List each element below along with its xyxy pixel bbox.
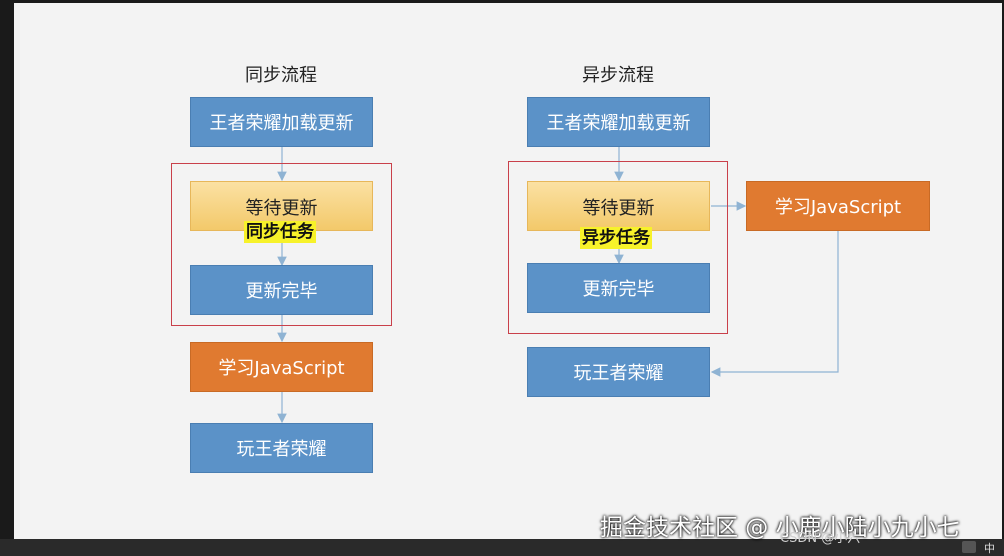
async-wait-label: 等待更新 [582, 198, 655, 219]
sync-task-frame [171, 163, 392, 326]
async-arrow-return [710, 231, 839, 377]
juejin-watermark: 掘金技术社区 @ 小鹿小陆小九小七 [600, 515, 960, 541]
sync-play-box: 玩王者荣耀 [190, 423, 373, 473]
sync-learn-js-box: 学习JavaScript [190, 342, 373, 392]
sync-done-box: 更新完毕 [190, 265, 373, 315]
async-load-update-box: 王者荣耀加载更新 [527, 97, 710, 147]
async-play-box: 玩王者荣耀 [527, 347, 710, 397]
sync-load-update-box: 王者荣耀加载更新 [190, 97, 373, 147]
async-task-frame [508, 161, 728, 334]
ime-language-label[interactable]: 中 [984, 542, 995, 555]
csdn-watermark: CSDN @小六 [780, 531, 861, 546]
async-task-tag: 异步任务 [580, 227, 652, 249]
async-wait-box: 等待更新 [527, 181, 710, 231]
async-done-box: 更新完毕 [527, 263, 710, 313]
async-learn-js-box: 学习JavaScript [746, 181, 930, 231]
async-title: 异步流程 [582, 65, 654, 86]
bottom-strip [0, 539, 1004, 556]
sync-wait-label: 等待更新 [245, 198, 318, 219]
ime-keyboard-icon [962, 541, 976, 553]
sync-task-tag: 同步任务 [244, 221, 316, 243]
sync-title: 同步流程 [245, 65, 317, 86]
